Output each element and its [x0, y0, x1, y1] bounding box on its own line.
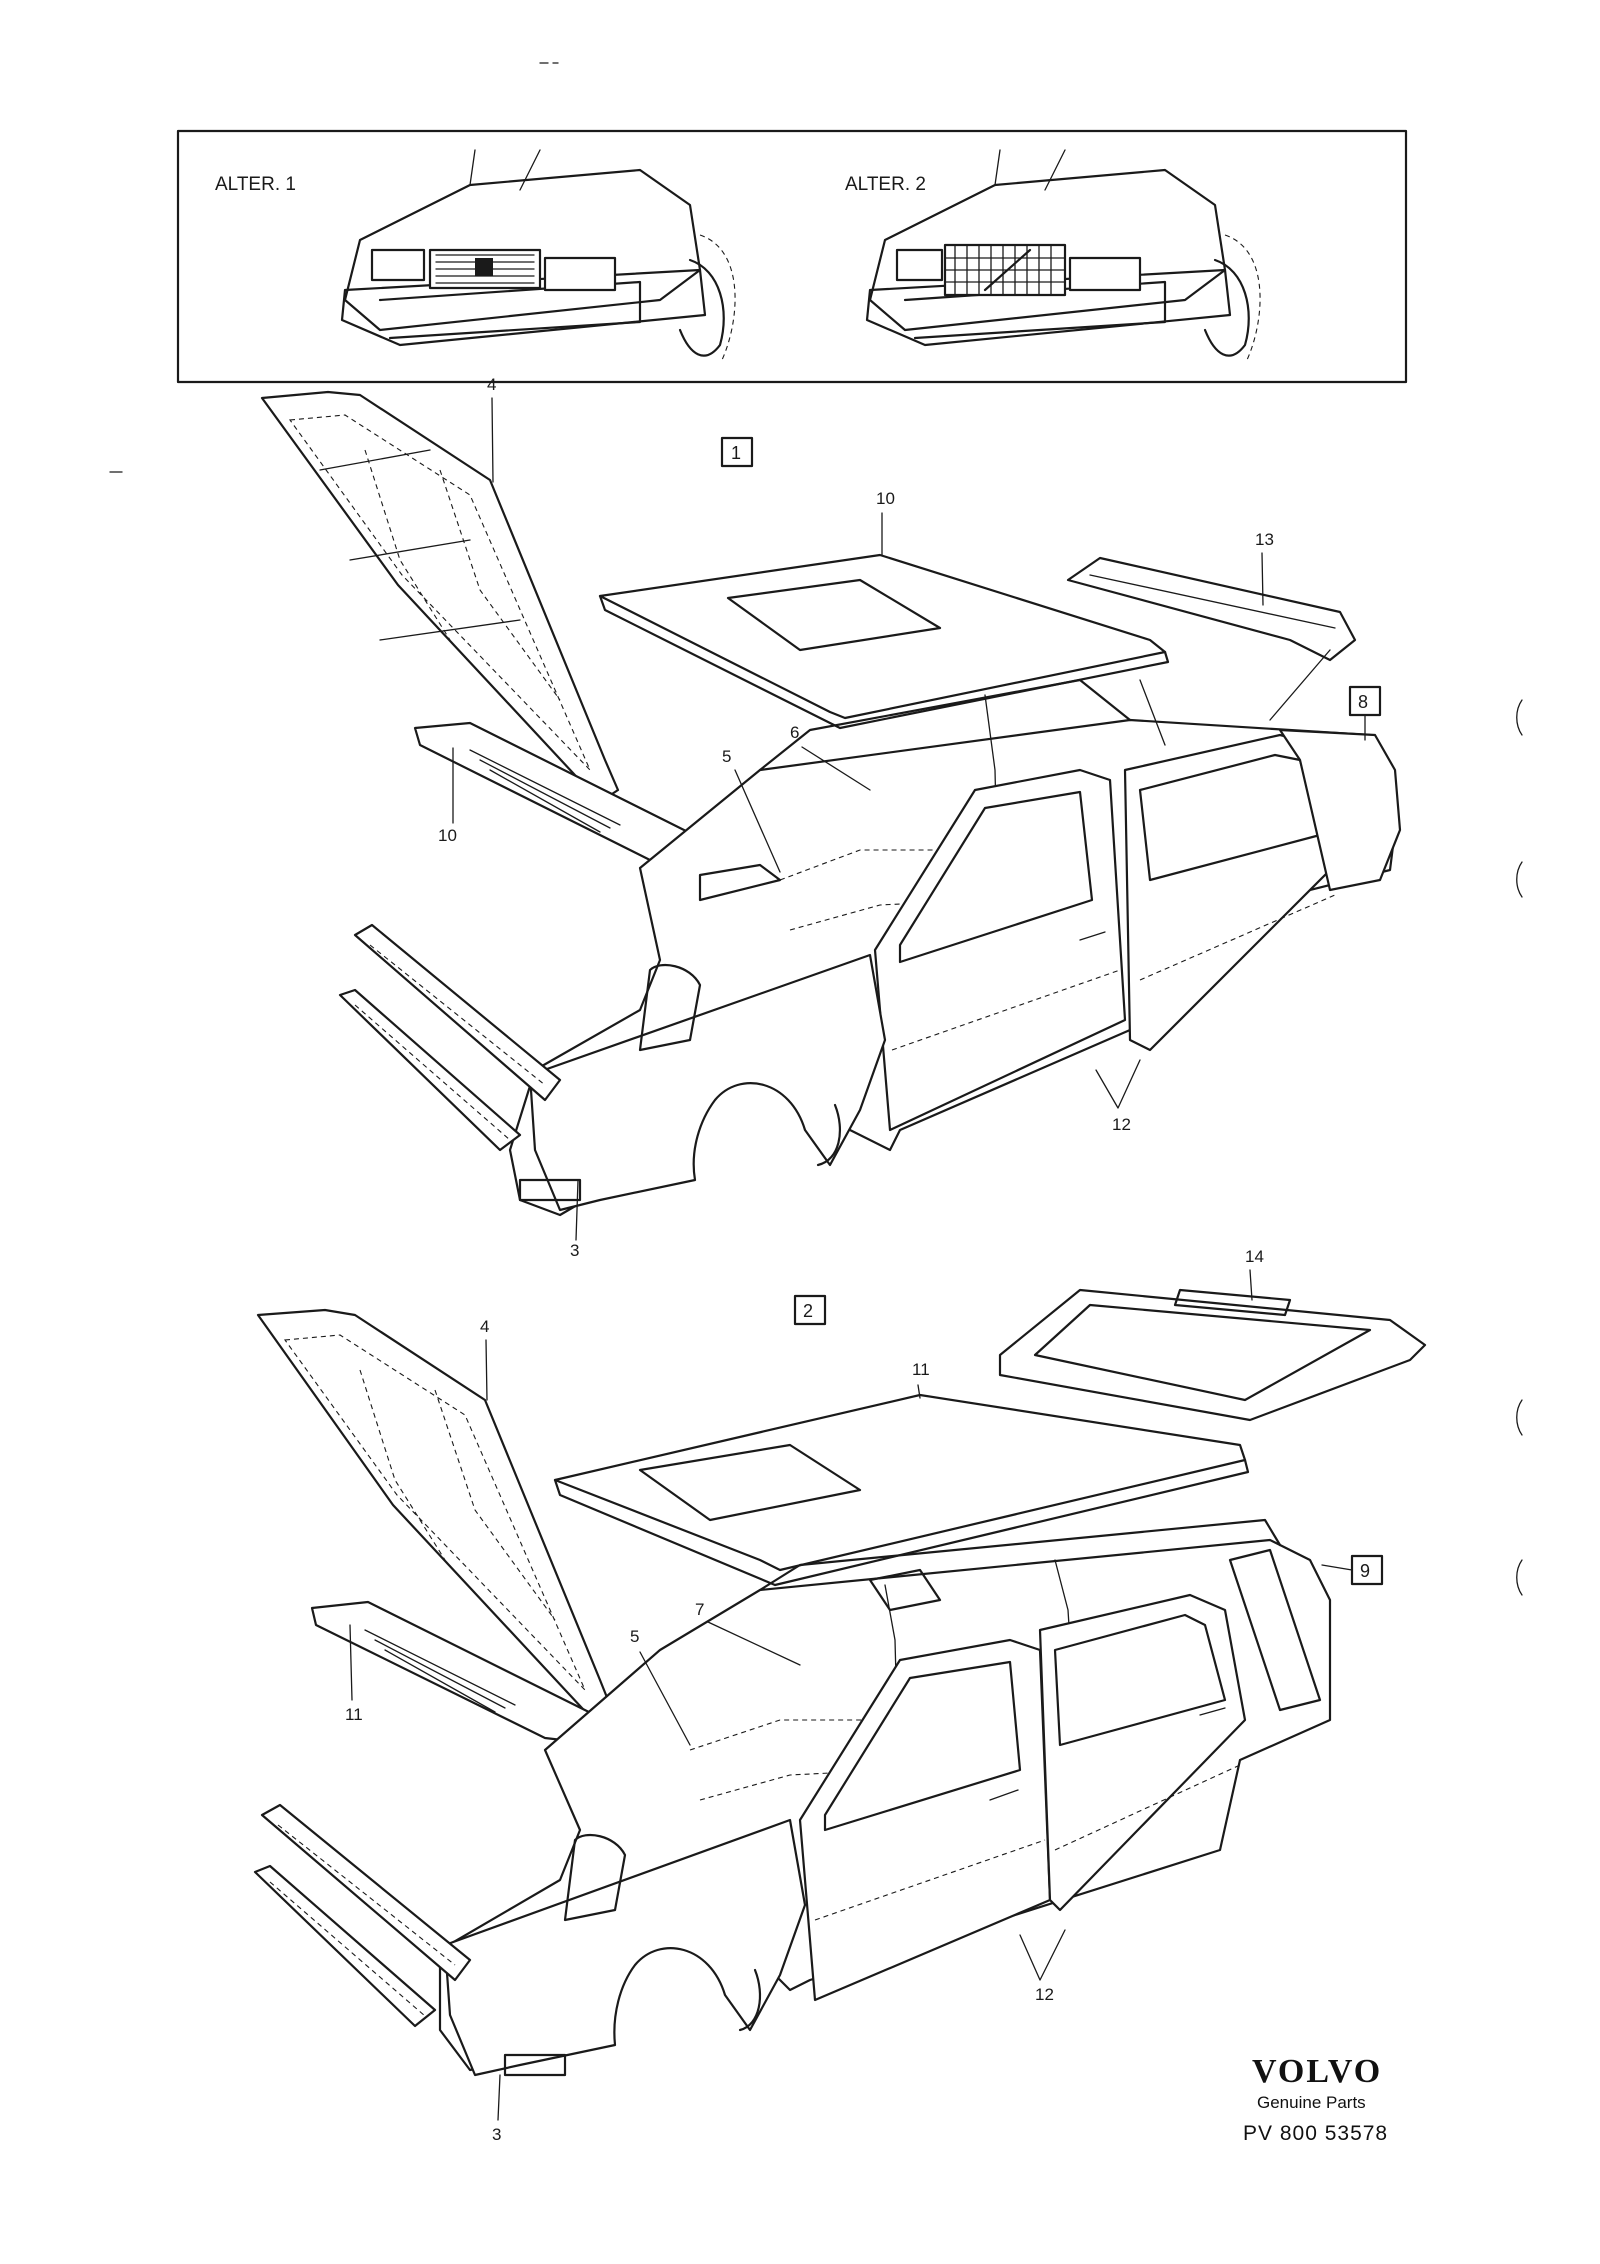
variant-1-number: 1 [731, 443, 741, 463]
wagon-callout-9: 9 [1360, 1561, 1370, 1581]
sedan-callout-6: 6 [790, 723, 799, 742]
car-front-alter-1-illustration [340, 149, 736, 361]
sedan-callout-10-roof: 10 [876, 489, 895, 508]
sedan-callout-13: 13 [1255, 530, 1274, 549]
wagon-callout-4: 4 [480, 1317, 489, 1336]
sedan-rear-quarter-part [1278, 728, 1402, 892]
wagon-callout-5: 5 [630, 1627, 639, 1646]
car-front-alter-2-illustration [865, 149, 1261, 361]
sedan-callout-10-cowl: 10 [438, 826, 457, 845]
part-code: PV 800 53578 [1243, 2122, 1388, 2145]
wagon-callout-3: 3 [492, 2125, 501, 2144]
brand-block: VOLVO Genuine Parts PV 800 53578 [1243, 2053, 1388, 2145]
wagon-hood-part [256, 1308, 614, 1724]
wagon-callout-7: 7 [695, 1600, 704, 1619]
wagon-callout-14: 14 [1245, 1247, 1264, 1266]
sedan-front-frame-part [338, 923, 702, 1202]
wagon-roof-part [553, 1393, 1250, 1587]
wagon-body-exploded-view: 2 4 14 11 11 [253, 1247, 1427, 2144]
alter-2-label: ALTER. 2 [845, 174, 926, 195]
sedan-callout-12: 12 [1112, 1115, 1131, 1134]
wagon-front-frame-part [253, 1803, 627, 2077]
alter-1-label: ALTER. 1 [215, 174, 296, 195]
variant-2-number: 2 [803, 1301, 813, 1321]
wagon-rear-door-part [1038, 1593, 1247, 1912]
scan-margin-marks [109, 62, 1523, 1596]
inset-frame [176, 129, 1408, 384]
sedan-callout-5: 5 [722, 747, 731, 766]
sedan-callout-4: 4 [487, 375, 496, 394]
sedan-callout-3: 3 [570, 1241, 579, 1260]
variant-2-box [793, 1294, 827, 1326]
grille-alternatives-inset: ALTER. 1 ALTER. 2 [176, 129, 1408, 384]
sedan-hood-part [260, 390, 620, 804]
sedan-roof-part [598, 553, 1170, 730]
wagon-front-fender-part [443, 1818, 807, 2077]
sedan-callout-8: 8 [1358, 692, 1368, 712]
sedan-front-fender-part [528, 953, 887, 1212]
volvo-logo: VOLVO [1252, 2053, 1382, 2090]
wagon-callout-12: 12 [1035, 1985, 1054, 2004]
sedan-body-exploded-view: 1 4 10 10 13 [260, 375, 1402, 1260]
wagon-callout-11-cowl: 11 [345, 1705, 363, 1724]
wagon-callout-11-roof: 11 [912, 1360, 930, 1379]
variant-1-box [720, 436, 754, 468]
sedan-trunk-lid-part [1066, 556, 1357, 721]
wagon-tailgate-part [998, 1288, 1427, 1422]
genuine-parts-label: Genuine Parts [1257, 2093, 1366, 2112]
sedan-front-door-part [873, 768, 1127, 1132]
